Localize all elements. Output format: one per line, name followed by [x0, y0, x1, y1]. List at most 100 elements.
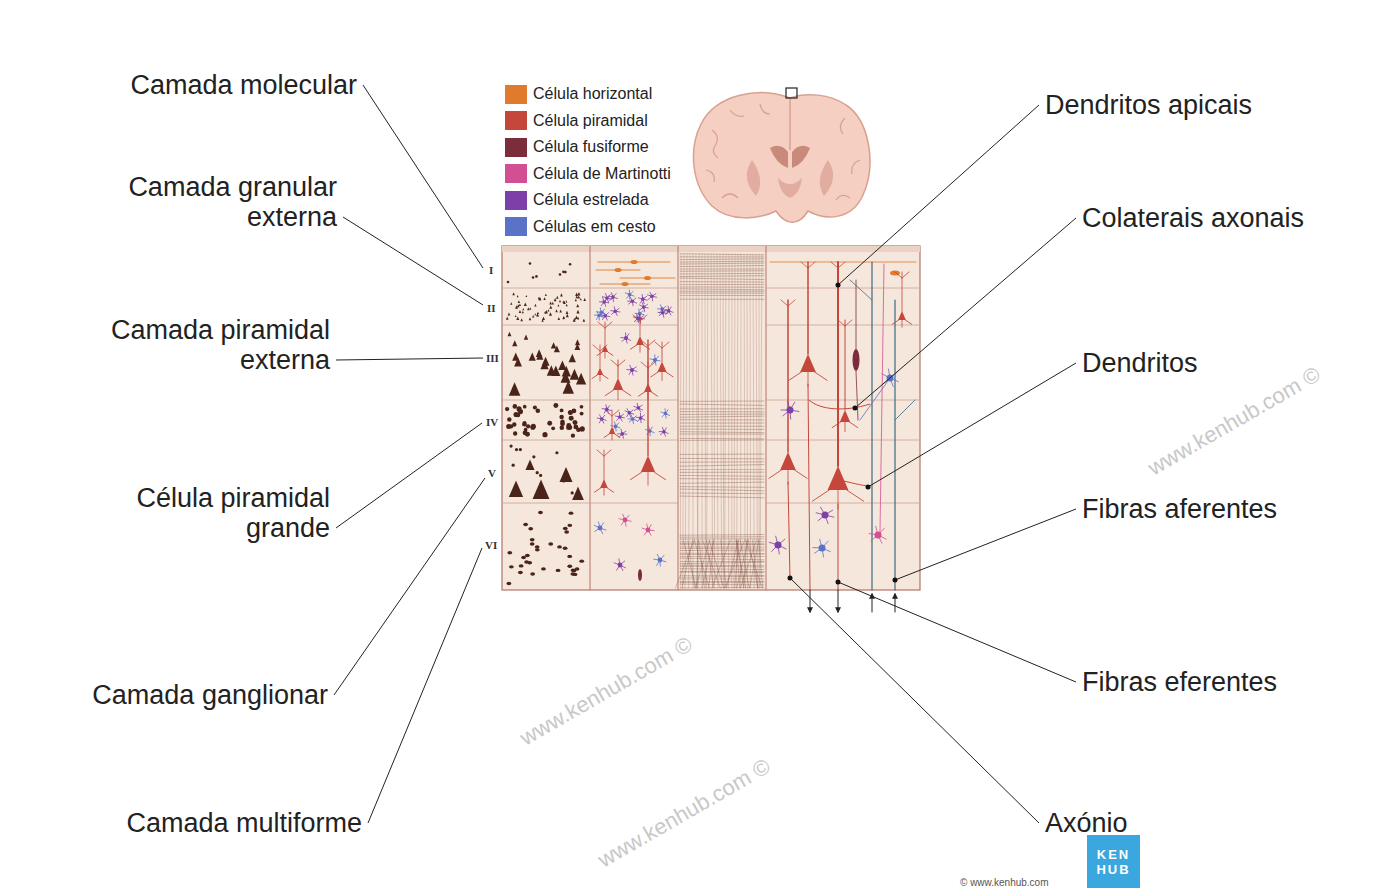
stellate-cell [602, 300, 606, 304]
cell-body [556, 569, 561, 572]
pyramidal-cell [563, 316, 565, 319]
legend-swatch [505, 217, 527, 236]
pyramidal-cell [613, 378, 623, 390]
legend-entry: Célula estrelada [505, 189, 649, 211]
apical-dendrite [604, 450, 605, 479]
cell-body [532, 276, 535, 279]
tangential-fibre [680, 534, 764, 536]
radial-fibre [756, 254, 757, 588]
axon [605, 352, 606, 358]
pyramidal-cell [562, 300, 564, 302]
tangential-fibre [680, 426, 764, 427]
apical-dendrite [837, 262, 839, 466]
radial-fibre [711, 254, 713, 588]
oblique-fibre [675, 540, 694, 588]
dendrite [600, 345, 607, 351]
axon [662, 372, 663, 380]
pyramidal-cell [563, 381, 574, 394]
pyramidal-cell [898, 311, 906, 320]
column-divider [590, 246, 591, 590]
layer-boundary [766, 288, 920, 289]
pyramidal-cell [512, 340, 517, 346]
part-label: Colaterais axonais [1082, 203, 1304, 233]
dendrite [892, 320, 898, 324]
pyramidal-cell [549, 312, 552, 316]
tangential-fibre [680, 278, 764, 279]
tangential-fibre [680, 408, 764, 409]
oblique-fibre [683, 540, 696, 588]
legend-swatch [505, 111, 527, 130]
axon [902, 320, 903, 327]
pyramidal-cell [559, 309, 562, 312]
cell-body [516, 406, 521, 411]
column-divider [766, 246, 767, 590]
pyramidal-cell [576, 304, 579, 307]
leader-line [336, 358, 483, 360]
tangential-fibre [680, 273, 764, 275]
horizontal-cell [644, 276, 651, 280]
cell-body [548, 542, 553, 545]
copyright: © www.kenhub.com [960, 877, 1049, 889]
cell-body [573, 420, 578, 425]
layer-numeral: I [489, 263, 493, 277]
radial-fibre [744, 254, 745, 588]
pyramidal-cell [529, 317, 532, 320]
watermark: www.kenhub.com © [516, 632, 697, 750]
efferent-arrow [838, 590, 839, 612]
pyramidal-cell [572, 487, 584, 501]
cell-body [564, 271, 567, 274]
pyramidal-cell [636, 336, 644, 345]
cell-body [513, 431, 517, 435]
tangential-fibre [680, 565, 764, 567]
legend-swatch [505, 138, 527, 157]
radial-fibre [740, 254, 741, 588]
cell-body [536, 471, 539, 474]
brain-outline [693, 93, 869, 223]
tangential-fibre [680, 284, 764, 285]
pyramidal-cell [536, 349, 543, 357]
tangential-fibre [680, 295, 764, 296]
pyramidal-cell [538, 297, 540, 299]
cell-body [571, 433, 575, 437]
dendrite [856, 371, 858, 420]
leader-dot [836, 580, 841, 585]
basket-cell [819, 545, 826, 552]
axon [860, 378, 890, 420]
legend-swatch [505, 85, 527, 104]
radial-fibre [759, 254, 760, 588]
dendrite [651, 392, 657, 396]
tangential-fibre [680, 270, 764, 271]
stellate-cell [664, 412, 668, 416]
pyramidal-cell [575, 343, 581, 350]
cell-body [572, 409, 577, 414]
stellate-cell [667, 309, 671, 313]
dendrite [795, 470, 808, 478]
axon [838, 504, 839, 590]
pyramidal-cell [641, 456, 655, 473]
pyramidal-cell [609, 427, 616, 435]
legend-text: Célula fusiforme [533, 138, 649, 156]
layer-label: Camada ganglionar [92, 680, 328, 710]
stellate-cell [628, 293, 632, 297]
radial-fibre [689, 254, 690, 588]
cell-body [507, 551, 512, 554]
radial-fibre [685, 254, 687, 588]
basket-cell [598, 526, 603, 531]
dendrite [654, 472, 666, 480]
pyramidal-cell [575, 299, 577, 302]
layer-boundary [766, 503, 920, 504]
fusiform-cell [638, 569, 642, 581]
dendrite [789, 372, 802, 380]
pyramidal-cell [560, 467, 573, 482]
dendrite [905, 320, 911, 324]
cell-body [519, 564, 524, 567]
leader-dot [866, 485, 871, 490]
radial-fibre [725, 254, 726, 588]
pyramidal-cell [529, 307, 531, 309]
tangential-fibre [680, 489, 764, 491]
cell-body [559, 273, 562, 276]
pyramidal-cell [547, 309, 549, 311]
cell-body [532, 455, 535, 458]
oblique-fibre [712, 540, 731, 588]
dendrite [604, 434, 609, 438]
